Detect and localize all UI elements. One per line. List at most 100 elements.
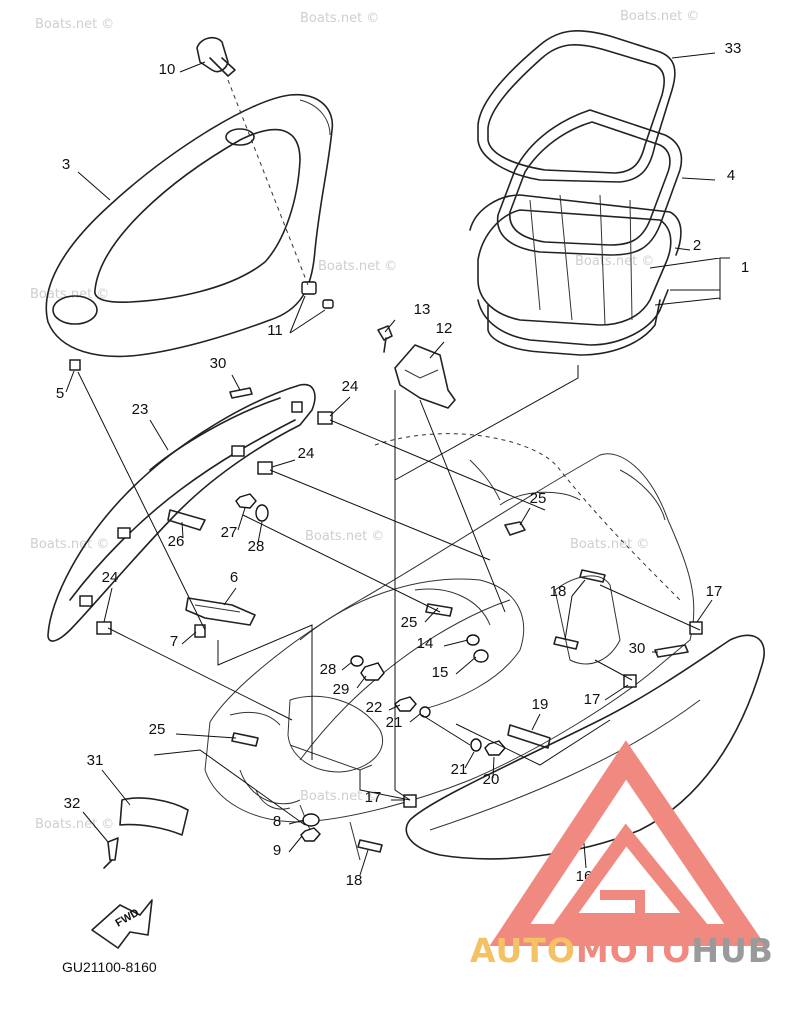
callout-label-c13: 13 xyxy=(414,301,431,318)
callout-label-c28b: 28 xyxy=(320,661,337,678)
callout-label-c8: 8 xyxy=(273,813,281,830)
callout-label-c18b: 18 xyxy=(346,872,363,889)
nut-part-20 xyxy=(484,740,506,756)
hull-body xyxy=(204,433,695,861)
fwd-arrow: FWD xyxy=(91,899,153,949)
nut-part-27 xyxy=(235,493,257,509)
bolt-part-26 xyxy=(167,509,206,531)
decal-part-31 xyxy=(119,797,189,836)
washer-part-15 xyxy=(473,649,489,663)
callout-label-c24b: 24 xyxy=(298,445,315,462)
clips-part-24 xyxy=(96,411,333,635)
front-hatch-cover xyxy=(45,93,334,358)
side-cover-part-16 xyxy=(405,634,765,860)
washer-part-28b xyxy=(350,655,364,667)
logo-moto: MOTO xyxy=(576,931,691,970)
watermark: Boats.net © xyxy=(35,817,114,832)
watermark: Boats.net © xyxy=(300,11,379,26)
bolt-part-25a xyxy=(504,521,526,536)
bolt-part-25b xyxy=(425,603,453,617)
watermark: Boats.net © xyxy=(318,259,397,274)
washer-part-8 xyxy=(302,813,320,827)
leader-lines xyxy=(65,52,730,876)
nut-part-9 xyxy=(300,827,321,842)
callout-label-c17a: 17 xyxy=(706,583,723,600)
washer-part-28a xyxy=(255,504,269,522)
callout-label-c28a: 28 xyxy=(248,538,265,555)
bracket-part-12 xyxy=(394,344,456,409)
callout-label-c9: 9 xyxy=(273,842,281,859)
callout-label-c30b: 30 xyxy=(629,640,646,657)
callout-label-c20: 20 xyxy=(483,771,500,788)
washer-part-21b xyxy=(470,738,482,752)
callout-label-c3: 3 xyxy=(62,156,70,173)
brand-logo: AUTOMOTOHUB xyxy=(470,740,774,970)
clip-part-5 xyxy=(69,359,81,371)
callout-label-c24c: 24 xyxy=(102,569,119,586)
callout-label-c22: 22 xyxy=(366,699,383,716)
latch-part-10 xyxy=(196,36,236,77)
bolt-part-13 xyxy=(377,325,393,353)
callout-label-c6: 6 xyxy=(230,569,238,586)
bolt-part-25c xyxy=(231,732,259,747)
watermark: Boats.net © xyxy=(300,789,379,804)
watermark: Boats.net © xyxy=(35,17,114,32)
callout-label-c1: 1 xyxy=(741,259,749,276)
callout-label-c14: 14 xyxy=(417,635,434,652)
callout-label-c32: 32 xyxy=(64,795,81,812)
bolt-part-18b xyxy=(553,636,579,650)
logo-g-mark xyxy=(600,890,645,915)
drawing-code: GU21100-8160 xyxy=(62,959,157,975)
watermark: Boats.net © xyxy=(575,254,654,269)
callout-label-c30a: 30 xyxy=(210,355,227,372)
rivet-part-32 xyxy=(103,837,119,869)
watermark: Boats.net © xyxy=(305,529,384,544)
callout-label-c24a: 24 xyxy=(342,378,359,395)
bolt-part-18c xyxy=(357,839,383,853)
callout-label-c17b: 17 xyxy=(584,691,601,708)
washer-part-21a xyxy=(419,706,431,718)
callout-label-c10: 10 xyxy=(159,61,176,78)
logo-hub: HUB xyxy=(691,931,774,970)
nut-part-29 xyxy=(360,662,385,681)
callout-label-c27: 27 xyxy=(221,524,238,541)
callout-label-c25a: 25 xyxy=(530,490,547,507)
strip-part-30 xyxy=(229,387,689,658)
nut-part-7 xyxy=(194,624,206,638)
callout-label-c25c: 25 xyxy=(149,721,166,738)
watermark: Boats.net © xyxy=(30,537,109,552)
callout-label-c18a: 18 xyxy=(550,583,567,600)
fwd-label: FWD xyxy=(114,907,142,930)
callout-label-c7: 7 xyxy=(170,633,178,650)
callout-label-c17c: 17 xyxy=(365,789,382,806)
callout-label-c5: 5 xyxy=(56,385,64,402)
callout-label-c19: 19 xyxy=(532,696,549,713)
bolt-part-18a xyxy=(579,569,606,583)
watermark: Boats.net © xyxy=(30,287,109,302)
callout-label-c21b: 21 xyxy=(451,761,468,778)
callout-label-c29: 29 xyxy=(333,681,350,698)
callout-label-c23: 23 xyxy=(132,401,149,418)
side-cover-part-23 xyxy=(47,383,316,642)
watermarks: Boats.net © Boats.net © Boats.net © Boat… xyxy=(30,9,699,832)
logo-wordmark: AUTOMOTOHUB xyxy=(470,931,774,970)
storage-bin-assembly xyxy=(469,30,683,356)
hinge-part-6 xyxy=(185,597,256,626)
callout-label-c4: 4 xyxy=(727,167,735,184)
bolt-part-19 xyxy=(507,724,551,749)
callout-label-c33: 33 xyxy=(725,40,742,57)
callout-label-c11: 11 xyxy=(267,322,283,339)
callout-label-c31: 31 xyxy=(87,752,104,769)
washer-part-14 xyxy=(466,634,480,646)
clip-part-17b xyxy=(623,674,637,688)
nut-part-22 xyxy=(394,696,417,712)
logo-auto: AUTO xyxy=(470,931,576,970)
callout-label-c25b: 25 xyxy=(401,614,418,631)
callout-label-c15: 15 xyxy=(432,664,449,681)
logo-triangle-outer xyxy=(489,740,766,946)
watermark: Boats.net © xyxy=(620,9,699,24)
callout-label-c26: 26 xyxy=(168,533,185,550)
